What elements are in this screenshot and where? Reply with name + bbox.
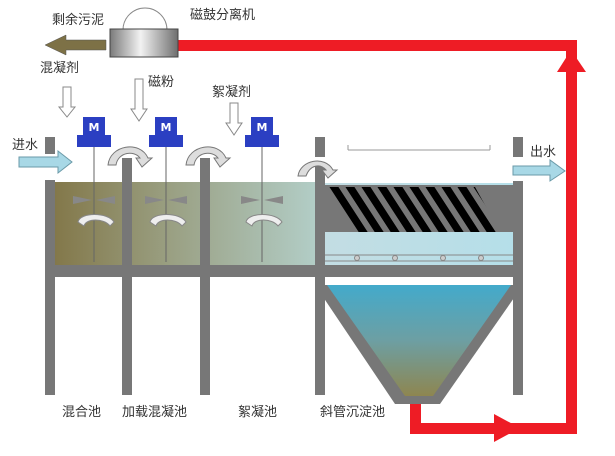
label-sludge: 剩余污泥 [52,12,104,28]
label-loaded-coagulation-tank: 加载混凝池 [122,404,187,420]
outlet-arrow [512,159,566,182]
sludge-return-pipe [178,40,586,442]
inclined-tubes-stripes [325,187,500,232]
distribution-pipe [325,254,513,262]
motor-label: M [257,121,268,134]
motor-label: M [89,121,100,134]
label-magnetic-powder: 磁粉 [148,75,174,90]
label-outlet: 出水 [530,145,556,160]
magnetic-powder-arrow [130,78,148,122]
coagulant-arrow [57,86,77,118]
inlet-arrow [18,149,73,175]
mixer-3: M [241,117,283,262]
label-inlet: 进水 [12,138,38,153]
flocculant-arrow [225,102,243,136]
drum-separator [109,7,179,58]
mixer-1: M [73,117,115,262]
label-drum-separator: 磁鼓分离机 [190,7,255,23]
mixer-2: M [145,117,187,262]
label-flocculation-tank: 絮凝池 [238,404,277,420]
label-inclined-tube-settler: 斜管沉淀池 [320,405,385,420]
tank-walls [45,137,523,395]
label-coagulant: 混凝剂 [40,60,79,76]
hopper-sludge [327,285,511,396]
label-mixing-tank: 混合池 [62,405,101,420]
motor-label: M [161,121,172,134]
overflow-arrows [107,146,339,179]
label-flocculant: 絮凝剂 [212,84,251,100]
sludge-arrow [44,34,107,56]
